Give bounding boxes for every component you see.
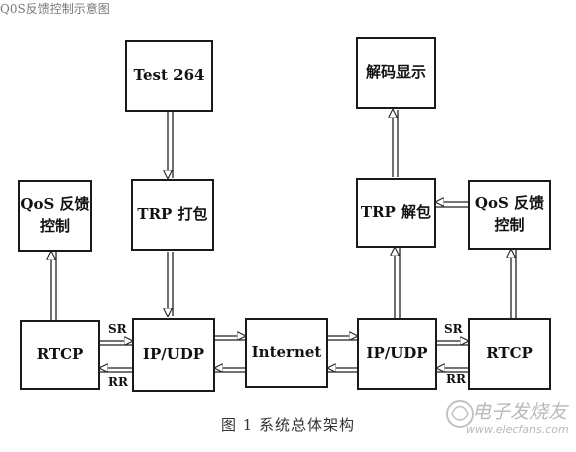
rtcp-right-box: RTCP — [468, 318, 551, 390]
test264-box: Test 264 — [125, 40, 213, 112]
top-cropped-text: Q0S反馈控制示意图 — [0, 2, 110, 16]
decode-display-box: 解码显示 — [356, 37, 436, 109]
ipudp-left-box: IP/UDP — [132, 318, 215, 392]
qos-right-box: QoS 反馈 控制 — [468, 180, 551, 250]
trp-unpack-box: TRP 解包 — [356, 178, 436, 248]
sr-left-label: SR — [108, 322, 127, 336]
sr-right-label: SR — [444, 322, 463, 336]
qos-left-box: QoS 反馈 控制 — [18, 180, 92, 252]
watermark-logo — [446, 400, 474, 428]
internet-box: Internet — [245, 318, 328, 388]
rr-right-label: RR — [446, 372, 466, 386]
rtcp-left-box: RTCP — [20, 320, 100, 390]
rr-left-label: RR — [108, 375, 128, 389]
ipudp-right-box: IP/UDP — [357, 318, 437, 390]
figure-caption: 图 1 系统总体架构 — [220, 416, 356, 434]
watermark-url: www.elecfans.com — [466, 423, 569, 436]
watermark-title: 电子发烧友 — [472, 401, 568, 423]
trp-pack-box: TRP 打包 — [131, 179, 214, 251]
